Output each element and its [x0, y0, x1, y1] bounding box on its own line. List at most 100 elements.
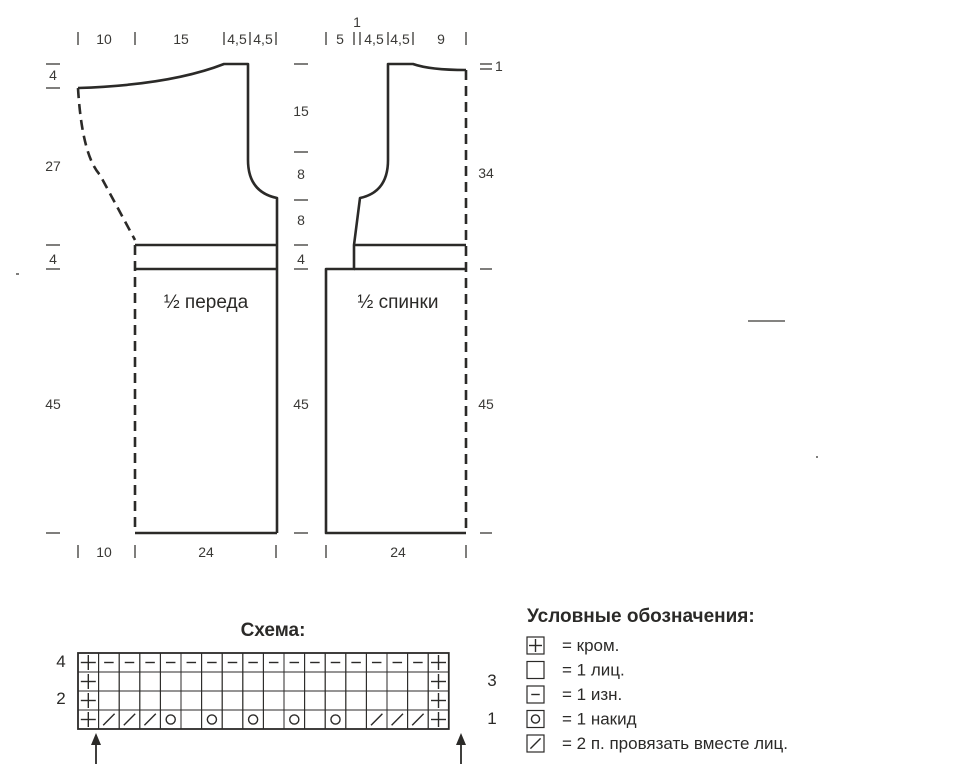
chart-cell-knit [345, 709, 367, 730]
chart-cell-purl [201, 652, 223, 673]
chart-cell-knit [180, 690, 203, 711]
chart-cell-edge [77, 690, 100, 711]
front-neckline-dashed [76, 87, 137, 241]
chart-cell-knit [304, 671, 326, 692]
left-dimension-marks: 4 27 4 45 [16, 63, 61, 534]
legend-item-knit: = 1 лиц. [526, 660, 625, 680]
legend-text-knit: = 1 лиц. [562, 661, 625, 680]
legend-title: Условные обозначения: [527, 606, 755, 627]
chart-cell-knit [386, 671, 409, 692]
chart-cell-knit [201, 671, 223, 692]
center-dim-1: 15 [293, 103, 309, 119]
back-top-dim-2: 4,5 [364, 31, 384, 47]
center-dim-5: 45 [293, 396, 309, 412]
repeat-arrow-left [91, 733, 101, 764]
legend-item-edge: = кром. [526, 636, 619, 655]
back-piece: ½ спинки [324, 62, 468, 535]
chart-cell-purl [98, 652, 120, 673]
chart-cell-knit [283, 690, 306, 711]
chart-cell-knit [324, 671, 347, 692]
chart-cell-purl [283, 652, 306, 673]
chart-cell-purl [242, 652, 264, 673]
chart-cell-knit [139, 690, 161, 711]
chart-cell-purl [345, 652, 367, 673]
center-dimension-marks: 15 8 8 4 45 [293, 63, 309, 534]
knit-symbol-icon [526, 660, 545, 680]
chart-cell-knit [283, 671, 306, 692]
chart-cell-k2tog [365, 709, 388, 730]
back-top-dim-1: 5 [336, 31, 344, 47]
legend-text-k2tog: = 2 п. провязать вместе лиц. [562, 734, 788, 753]
k2tog-symbol-icon [526, 734, 545, 753]
top-dimension-marks: 10 15 4,5 4,5 1 5 4,5 4,5 9 [77, 14, 467, 47]
back-right-dim-3: 45 [478, 396, 494, 412]
chart-cell-knit [139, 671, 161, 692]
chart-cell-knit [159, 671, 182, 692]
legend-text-purl: = 1 изн. [562, 685, 622, 704]
scheme-title: Схема: [241, 620, 306, 641]
chart-cell-edge [427, 709, 450, 730]
legend-item-k2tog: = 2 п. провязать вместе лиц. [526, 734, 788, 753]
chart-cell-edge [427, 690, 450, 711]
chart-cell-yo [324, 709, 347, 730]
chart-cell-purl [180, 652, 203, 673]
front-top-dim-1: 10 [96, 31, 112, 47]
chart-cell-knit [180, 671, 203, 692]
row-label-2: 2 [56, 689, 65, 708]
front-left-dim-4: 45 [45, 396, 61, 412]
chart-cell-knit [262, 671, 285, 692]
front-bottom-dim-2: 24 [198, 544, 214, 560]
chart-cell-knit [365, 671, 388, 692]
back-top-dim-3: 4,5 [390, 31, 410, 47]
front-shoulder-armhole-outline [77, 62, 279, 245]
chart-cell-knit [407, 690, 429, 711]
chart-cell-knit [304, 690, 326, 711]
chart-cell-purl [407, 652, 429, 673]
chart-cell-edge [427, 652, 450, 673]
front-top-dim-2: 15 [173, 31, 189, 47]
stitch-chart [77, 652, 450, 730]
chart-cell-purl [304, 652, 326, 673]
legend-item-purl: = 1 изн. [526, 685, 622, 704]
chart-cell-yo [201, 709, 223, 730]
repeat-arrow-right [456, 733, 466, 764]
front-top-dim-3: 4,5 [227, 31, 247, 47]
back-shoulder-armhole-outline [324, 62, 467, 535]
front-bottom-dim-1: 10 [96, 544, 112, 560]
front-label: ½ переда [164, 292, 249, 313]
edge-symbol-icon [526, 636, 545, 655]
chart-cell-knit [262, 709, 285, 730]
front-left-dim-1: 4 [49, 67, 57, 83]
back-bottom-dim-1: 24 [390, 544, 406, 560]
chart-cell-purl [221, 652, 244, 673]
center-dim-4: 4 [297, 251, 305, 267]
back-right-dim-2: 34 [478, 165, 494, 181]
chart-cell-k2tog [386, 709, 409, 730]
row-label-3: 3 [487, 671, 496, 690]
purl-symbol-icon [526, 685, 545, 704]
row-label-4: 4 [56, 652, 65, 671]
chart-cell-k2tog [98, 709, 120, 730]
chart-cell-knit [345, 671, 367, 692]
chart-cell-knit [242, 690, 264, 711]
center-dim-3: 8 [297, 212, 305, 228]
back-top-dim-4: 9 [437, 31, 445, 47]
chart-cell-knit [221, 690, 244, 711]
chart-cell-knit [118, 671, 141, 692]
front-piece: ½ переда [76, 62, 279, 535]
chart-cell-knit [262, 690, 285, 711]
chart-cell-purl [159, 652, 182, 673]
chart-cell-knit [407, 671, 429, 692]
chart-cell-knit [180, 709, 203, 730]
center-dim-2: 8 [297, 166, 305, 182]
chart-cell-knit [98, 690, 120, 711]
chart-cell-purl [262, 652, 285, 673]
chart-cell-yo [283, 709, 306, 730]
chart-cell-yo [242, 709, 264, 730]
front-top-dim-4: 4,5 [253, 31, 273, 47]
chart-cell-knit [386, 690, 409, 711]
legend-text-edge: = кром. [562, 636, 619, 655]
chart-cell-purl [386, 652, 409, 673]
chart-cell-purl [118, 652, 141, 673]
